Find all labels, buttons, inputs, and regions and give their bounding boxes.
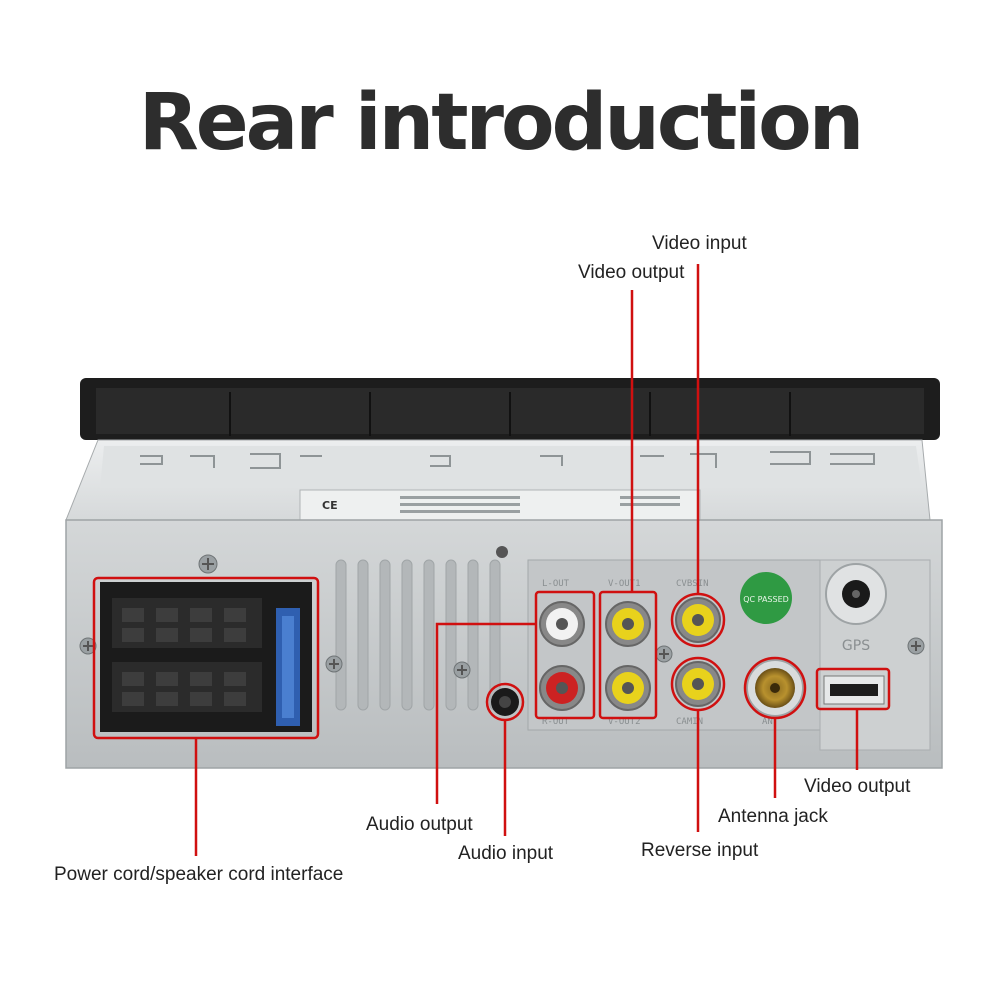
leader-audio-output [435, 622, 536, 804]
usb-port [823, 675, 885, 705]
label-audio-input: Audio input [458, 843, 554, 864]
ce-mark: CE [322, 499, 338, 512]
rca-v-out2 [605, 665, 651, 711]
label-audio-output: Audio output [366, 814, 473, 835]
gps-port: GPS [825, 563, 887, 654]
svg-text:V-OUT2: V-OUT2 [608, 717, 641, 727]
rca-l-out [539, 601, 585, 647]
rca-r-out [539, 665, 585, 711]
label-power-interface: Power cord/speaker cord interface [54, 864, 344, 885]
rca-cvbs-in [675, 597, 721, 643]
screws [79, 546, 925, 679]
top-casing: CE [65, 439, 931, 521]
page-title: Rear introduction [138, 78, 865, 168]
callout-box-usb [815, 667, 891, 711]
callouts [92, 264, 891, 856]
label-video-output-top: Video output [578, 262, 685, 283]
label-video-input: Video input [652, 233, 747, 254]
svg-text:R-OUT: R-OUT [542, 717, 570, 727]
svg-text:V-OUT1: V-OUT1 [608, 579, 641, 589]
label-video-output-usb: Video output [804, 776, 911, 797]
callout-box-video-output [598, 590, 658, 720]
svg-text:QC PASSED: QC PASSED [743, 595, 789, 604]
antenna-socket [746, 659, 804, 717]
svg-text:ANT: ANT [762, 717, 779, 727]
svg-text:CAMIN: CAMIN [676, 717, 703, 727]
svg-text:L-OUT: L-OUT [542, 579, 570, 589]
rca-cam-in [675, 661, 721, 707]
iso-power-connector [100, 582, 312, 732]
callout-box-audio-output [534, 590, 596, 720]
front-bezel [80, 378, 940, 440]
label-reverse-input: Reverse input [641, 840, 759, 861]
svg-text:CVBSIN: CVBSIN [676, 579, 709, 589]
rca-v-out1 [605, 601, 651, 647]
callout-box-power [92, 576, 320, 740]
svg-text:GPS: GPS [842, 638, 870, 654]
qc-sticker: QC PASSED [740, 572, 792, 624]
audio-input-jack [491, 688, 519, 716]
label-antenna-jack: Antenna jack [718, 806, 828, 827]
